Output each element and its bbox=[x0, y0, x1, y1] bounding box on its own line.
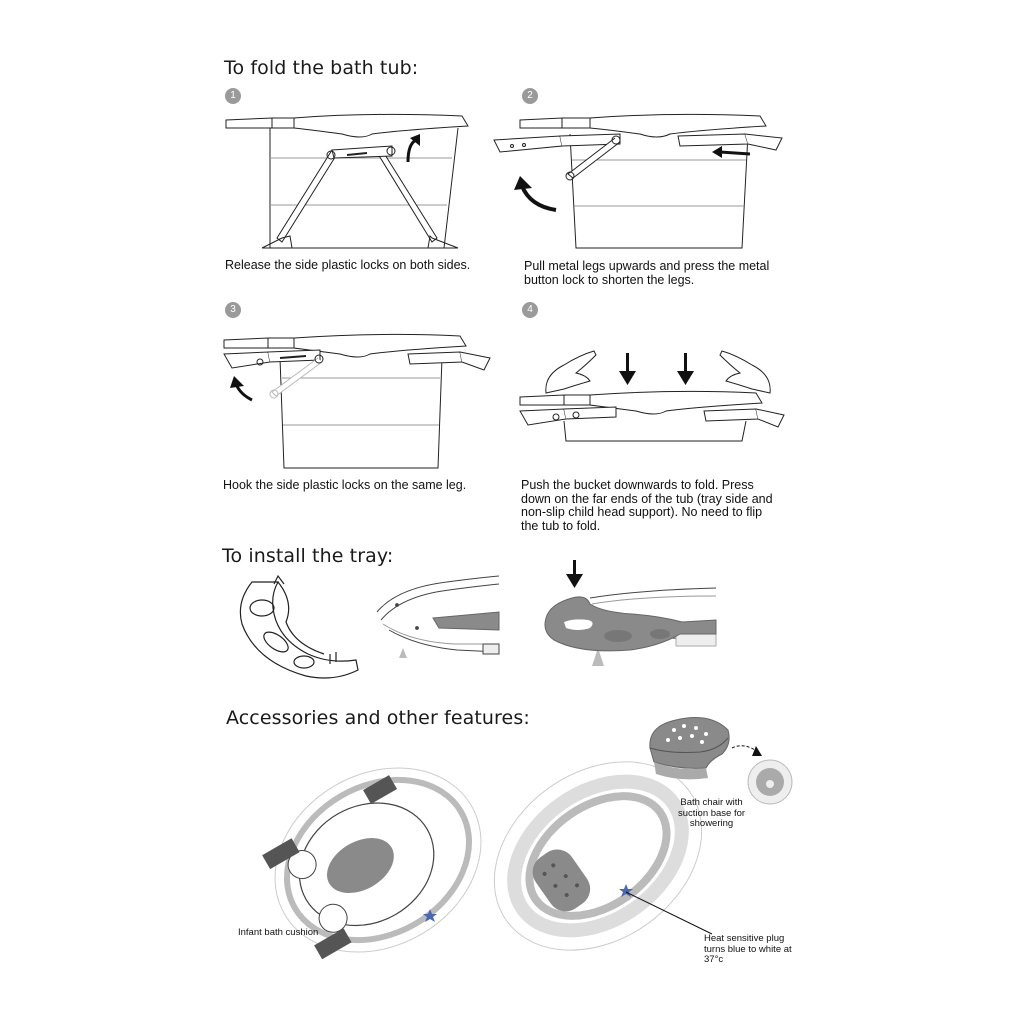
step-4-badge: 4 bbox=[522, 302, 538, 318]
step-1-badge: 1 bbox=[225, 88, 241, 104]
tray-illustration bbox=[239, 574, 359, 679]
tray-tub-edge-illustration bbox=[376, 575, 500, 658]
step-3-badge: 3 bbox=[225, 302, 241, 318]
bath-chair-label: Bath chair with suction base for showeri… bbox=[678, 797, 746, 829]
step-3-caption: Hook the side plastic locks on the same … bbox=[223, 478, 467, 492]
step-2-badge: 2 bbox=[522, 88, 538, 104]
step-4-caption: Push the bucket downwards to fold. Press… bbox=[521, 478, 773, 533]
bath-chair-illustration bbox=[649, 717, 793, 805]
step-4-illustration bbox=[519, 350, 785, 442]
fold-section-title: To fold the bath tub: bbox=[224, 57, 419, 79]
step-2-caption: Pull metal legs upwards and press the me… bbox=[524, 259, 770, 287]
tray-installed-illustration bbox=[544, 560, 717, 666]
tray-section-title: To install the tray: bbox=[222, 545, 394, 567]
step-1-illustration bbox=[225, 113, 469, 249]
infant-cushion-label: Infant bath cushion bbox=[238, 927, 319, 938]
step-2-illustration bbox=[493, 113, 783, 249]
heat-plug-label: Heat sensitive plug turns blue to white … bbox=[704, 933, 792, 965]
tub-plug-illustration bbox=[493, 761, 713, 951]
step-3-illustration bbox=[223, 333, 491, 469]
accessories-section-title: Accessories and other features: bbox=[226, 707, 530, 729]
infant-cushion-illustration bbox=[262, 767, 482, 960]
step-1-caption: Release the side plastic locks on both s… bbox=[225, 258, 471, 272]
